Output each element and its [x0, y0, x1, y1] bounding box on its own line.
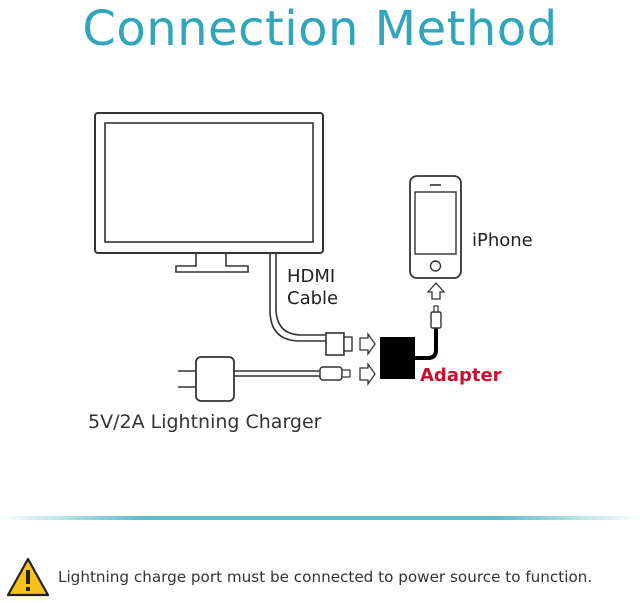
connection-diagram [94, 112, 462, 402]
warning-triangle-icon [6, 557, 50, 597]
arrow-right-icon [359, 331, 376, 357]
iphone-icon [409, 175, 462, 279]
lightning-plug [430, 305, 442, 329]
hdmi-cable [269, 253, 326, 342]
hdmi-label-line1: HDMI [287, 266, 336, 287]
arrow-right-icon [359, 361, 376, 387]
adapter-icon [380, 337, 415, 379]
section-divider [0, 516, 640, 520]
charger-label: 5V/2A Lightning Charger [88, 411, 322, 433]
warning-text: Lightning charge port must be connected … [58, 568, 593, 586]
warning-notice: Lightning charge port must be connected … [6, 556, 640, 600]
hdmi-label-line2: Cable [287, 288, 339, 309]
hdmi-plug [325, 331, 376, 357]
page-title: Connection Method [82, 1, 558, 57]
tv-monitor-icon [94, 112, 324, 273]
charger-cable [234, 370, 320, 377]
hdmi-cable-label: HDMI Cable [287, 266, 338, 310]
wall-charger-icon [178, 356, 235, 402]
arrow-up-icon [426, 282, 446, 300]
adapter-label: Adapter [420, 365, 502, 386]
adapter-cable [415, 328, 438, 360]
charger-plug [319, 361, 376, 387]
iphone-label: iPhone [472, 230, 533, 251]
